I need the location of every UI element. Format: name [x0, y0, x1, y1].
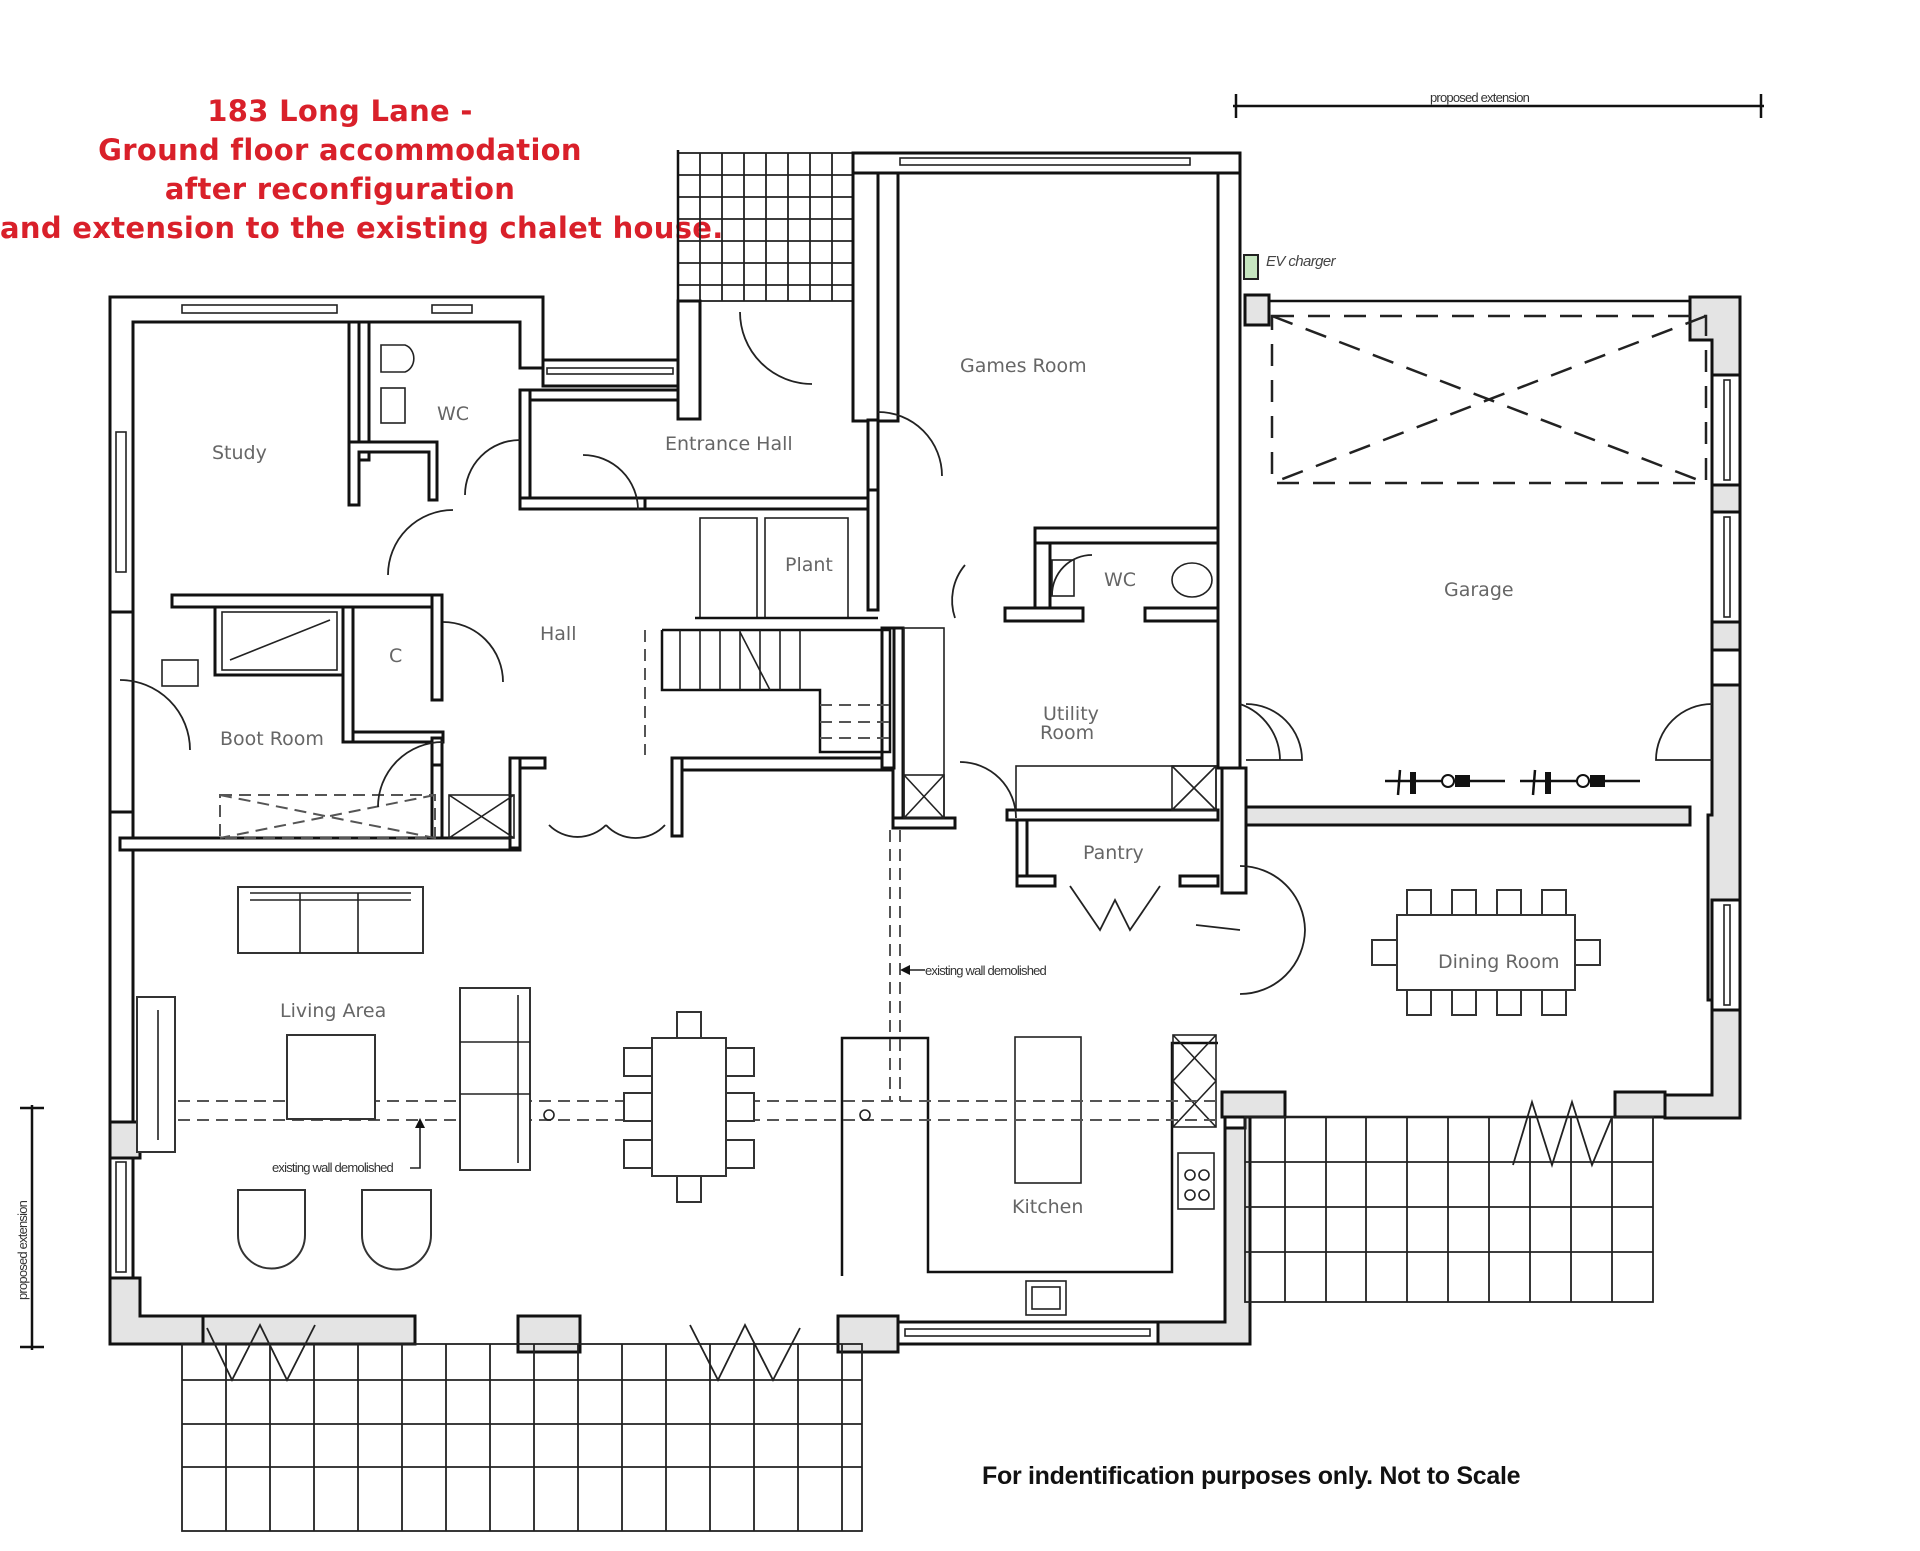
room-label-utility-room-2: Room — [1040, 722, 1094, 744]
dining-table-icon — [651, 1037, 727, 1177]
porch-tiles — [676, 150, 854, 390]
toilet-icon — [1171, 562, 1213, 598]
room-label-dining-room: Dining Room — [1438, 951, 1559, 973]
plan-title: 183 Long Lane - Ground floor accommodati… — [0, 92, 724, 248]
sofa-icon — [237, 886, 424, 954]
terrace-east — [1244, 1098, 1654, 1303]
room-label-living-area: Living Area — [280, 1000, 386, 1022]
title-line-1: 183 Long Lane - — [207, 94, 473, 128]
garage-door-overhead — [1270, 314, 1708, 485]
title-line-2: Ground floor accommodation — [98, 133, 582, 167]
basin-icon — [1051, 559, 1075, 597]
existing-wall-demolished-label: existing wall demolished — [272, 1160, 394, 1175]
room-label-plant: Plant — [785, 554, 833, 576]
room-label-boot-room: Boot Room — [220, 728, 324, 750]
room-label-entrance-hall: Entrance Hall — [665, 433, 793, 455]
ev-charger-icon — [1243, 254, 1259, 280]
bicycle-icon — [1520, 769, 1640, 796]
room-label-pantry: Pantry — [1083, 842, 1144, 864]
toilet-icon — [380, 344, 415, 373]
title-line-4: and extension to the existing chalet hou… — [0, 211, 724, 245]
coffee-table-icon — [286, 1034, 376, 1120]
dining-furniture — [1371, 889, 1601, 1016]
proposed-extension-top-label: proposed extension — [1430, 90, 1530, 105]
dimension-top: proposed extension — [1233, 90, 1764, 118]
dimension-left: proposed extension — [15, 1105, 44, 1350]
living-furniture — [136, 886, 755, 1271]
sofa-icon — [459, 987, 531, 1171]
extension-walls — [1220, 293, 1742, 1120]
room-label-wc: WC — [437, 403, 469, 425]
bicycle-icon — [1385, 769, 1505, 796]
basin-icon — [161, 659, 199, 687]
room-label-study: Study — [212, 442, 267, 464]
storage-units — [219, 611, 1217, 839]
title-line-3: after reconfiguration — [164, 172, 516, 206]
armchair-icon — [237, 1189, 306, 1270]
proposed-extension-left-label: proposed extension — [15, 1200, 30, 1300]
sanitaryware — [161, 344, 1213, 687]
armchair-icon — [361, 1189, 432, 1271]
existing-wall-demolished-label: existing wall demolished — [925, 963, 1047, 978]
basin-icon — [380, 387, 406, 424]
ev-charger: EV charger — [1243, 253, 1337, 280]
garage-rear-door — [1655, 703, 1713, 761]
room-labels: Study WC Entrance Hall Games Room Garage… — [212, 355, 1559, 1218]
terrace-south — [181, 1322, 863, 1532]
garage-side-door — [1245, 703, 1303, 761]
interior-walls — [118, 320, 1220, 1316]
dining-table-icon — [1396, 914, 1576, 991]
fireplace-icon — [136, 996, 176, 1153]
room-label-kitchen: Kitchen — [1012, 1196, 1083, 1218]
room-label-wc-utility: WC — [1104, 569, 1136, 591]
room-label-hall: Hall — [540, 623, 577, 645]
room-label-utility-room-1: Utility — [1043, 703, 1099, 725]
doors — [119, 311, 1306, 995]
footer-note: For indentification purposes only. Not t… — [982, 1462, 1521, 1490]
room-label-garage: Garage — [1444, 579, 1514, 601]
staircase — [644, 628, 892, 755]
ev-charger-label: EV charger — [1266, 253, 1337, 270]
room-label-games-room: Games Room — [960, 355, 1087, 377]
room-label-cupboard: C — [389, 645, 402, 667]
outer-walls — [108, 151, 1252, 1354]
